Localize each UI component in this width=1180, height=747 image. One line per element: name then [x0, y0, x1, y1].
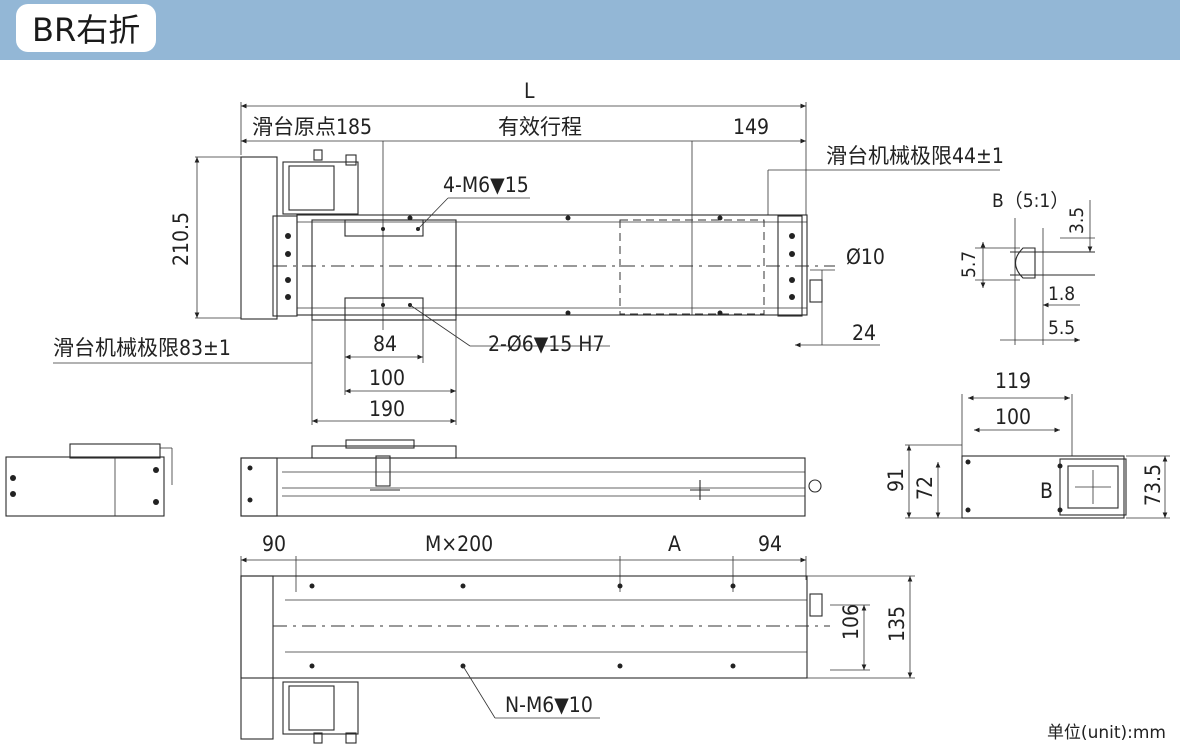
header-band — [0, 0, 1180, 60]
dim-5-7: 5.7 — [958, 251, 980, 278]
dim-m-x-200: M×200 — [425, 532, 493, 556]
dim-94: 94 — [758, 532, 782, 556]
dim-91: 91 — [884, 468, 908, 492]
dim-5-5: 5.5 — [1048, 317, 1075, 339]
dim-phi10: Ø10 — [846, 245, 885, 269]
dim-210-5: 210.5 — [169, 212, 193, 266]
side-view — [240, 439, 822, 517]
label-mech-limit-right: 滑台机械极限44±1 — [826, 144, 1004, 168]
dim-90: 90 — [262, 532, 286, 556]
label-B: B — [1040, 479, 1053, 503]
detail-b-view — [975, 200, 1095, 345]
top-view — [53, 102, 1000, 425]
label-detail-b: B（5:1） — [992, 190, 1069, 212]
right-end-view — [905, 394, 1170, 519]
label-effective-stroke: 有效行程 — [498, 115, 582, 139]
left-end-view — [5, 443, 173, 517]
dim-190: 190 — [369, 397, 405, 421]
page-title: BR右折 — [16, 4, 157, 52]
dim-84: 84 — [373, 332, 397, 356]
label-nm6-holes: N-M6▼10 — [505, 693, 593, 717]
dim-119: 119 — [995, 369, 1031, 393]
dim-100-carriage: 100 — [369, 366, 405, 390]
dim-1-8: 1.8 — [1048, 283, 1075, 305]
label-mech-limit-left: 滑台机械极限83±1 — [53, 336, 231, 360]
dim-A: A — [668, 532, 681, 556]
dim-73-5: 73.5 — [1141, 464, 1165, 506]
label-m6-holes: 4-M6▼15 — [443, 173, 529, 197]
dim-24: 24 — [852, 321, 876, 345]
dim-3-5: 3.5 — [1066, 207, 1088, 234]
label-slide-origin: 滑台原点185 — [252, 115, 372, 139]
dim-149: 149 — [733, 115, 769, 139]
dim-135: 135 — [885, 606, 909, 642]
unit-note: 单位(unit):mm — [1046, 723, 1166, 743]
dim-L: L — [524, 79, 535, 103]
bottom-view — [240, 556, 915, 744]
dim-106: 106 — [839, 604, 863, 640]
dim-100-end: 100 — [995, 405, 1031, 429]
label-phi6-holes: 2-Ø6▼15 H7 — [488, 332, 605, 356]
dim-72: 72 — [913, 476, 937, 500]
